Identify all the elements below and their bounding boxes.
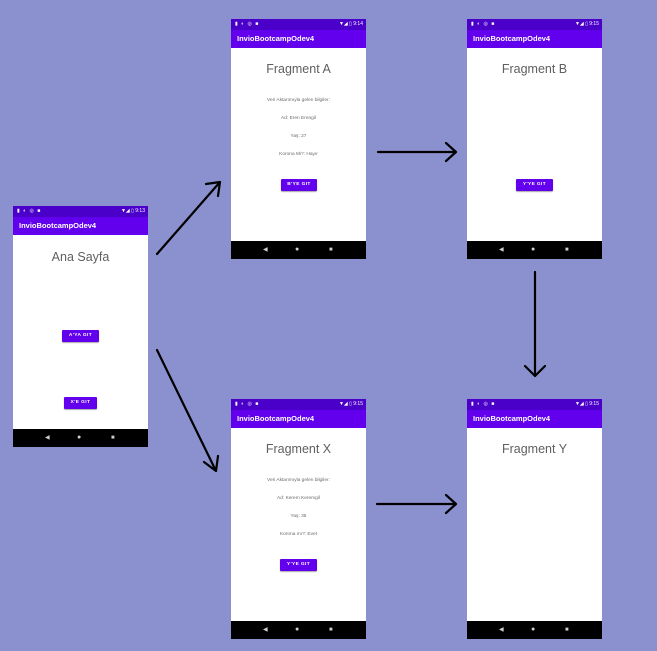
go-to-a-button[interactable]: A'YA GIT xyxy=(62,330,99,342)
app-bar-title: InvioBootcampOdev4 xyxy=(231,410,366,428)
page-title: Fragment B xyxy=(501,62,568,76)
status-time: 9:13 xyxy=(135,208,145,214)
back-icon[interactable]: ◀ xyxy=(263,247,268,253)
page-title: Fragment X xyxy=(265,442,332,456)
recents-icon[interactable]: ■ xyxy=(329,247,333,253)
arrow-main-to-a xyxy=(155,180,222,256)
signal-icon: ▼◢ ▯ xyxy=(338,21,352,27)
fragment-a-content: Fragment A Veri Aktarımıyla gelen bilgil… xyxy=(231,48,366,241)
arrow-a-to-b xyxy=(376,141,458,163)
app-bar-title: InvioBootcampOdev4 xyxy=(231,30,366,48)
back-icon[interactable]: ◀ xyxy=(499,247,504,253)
fragment-b-content: Fragment B Y'YE GIT xyxy=(467,48,602,241)
fragment-x-content: Fragment X Veri Aktarımıyla gelen bilgil… xyxy=(231,428,366,621)
phone-fragment-y: ▮ ◐ ◎ ■ ▼◢ ▯ 9:15 InvioBootcampOdev4 Fra… xyxy=(467,399,602,639)
status-bar: ▮ ◐ ◎ ■ ▼◢ ▯ 9:15 xyxy=(231,399,366,410)
signal-icon: ▼◢ ▯ xyxy=(574,21,588,27)
app-bar-title: InvioBootcampOdev4 xyxy=(467,30,602,48)
home-icon[interactable]: ● xyxy=(531,626,536,633)
status-bar: ▮ ◐ ◎ ■ ▼◢ ▯ 9:15 xyxy=(467,19,602,30)
arrow-main-to-x xyxy=(155,348,220,473)
nav-bar: ◀ ● ■ xyxy=(467,621,602,639)
app-bar-title: InvioBootcampOdev4 xyxy=(467,410,602,428)
app-bar-title: InvioBootcampOdev4 xyxy=(13,217,148,235)
page-title: Ana Sayfa xyxy=(51,250,110,264)
info-name: Ad: Eren Erengil xyxy=(281,116,316,121)
page-title: Fragment A xyxy=(266,62,331,76)
status-time: 9:14 xyxy=(353,21,363,27)
nav-bar: ◀ ● ■ xyxy=(231,241,366,259)
phone-fragment-b: ▮ ◐ ◎ ■ ▼◢ ▯ 9:15 InvioBootcampOdev4 Fra… xyxy=(467,19,602,259)
recents-icon[interactable]: ■ xyxy=(565,247,569,253)
status-icons: ▮ ◐ ◎ ■ xyxy=(471,21,496,27)
phone-fragment-a: ▮ ◐ ◎ ■ ▼◢ ▯ 9:14 InvioBootcampOdev4 Fra… xyxy=(231,19,366,259)
recents-icon[interactable]: ■ xyxy=(329,627,333,633)
info-age: Yaş: 27 xyxy=(290,134,307,139)
main-content: Ana Sayfa A'YA GIT X'E GIT xyxy=(13,235,148,429)
fragment-y-content: Fragment Y xyxy=(467,428,602,621)
go-to-b-button[interactable]: B'YE GIT xyxy=(281,179,317,191)
phone-main-screen: ▮ ◐ ◎ ■ ▼◢ ▯ 9:13 InvioBootcampOdev4 Ana… xyxy=(13,206,148,447)
status-icons: ▮ ◐ ◎ ■ xyxy=(17,208,42,214)
page-title: Fragment Y xyxy=(501,442,568,456)
status-time: 9:15 xyxy=(353,401,363,407)
signal-icon: ▼◢ ▯ xyxy=(120,208,134,214)
status-time: 9:15 xyxy=(589,401,599,407)
nav-bar: ◀ ● ■ xyxy=(467,241,602,259)
info-age: Yaş: 35 xyxy=(290,514,307,519)
signal-icon: ▼◢ ▯ xyxy=(338,401,352,407)
info-header: Veri Aktarımıyla gelen bilgiler: xyxy=(267,98,330,103)
recents-icon[interactable]: ■ xyxy=(565,627,569,633)
home-icon[interactable]: ● xyxy=(531,246,536,253)
back-icon[interactable]: ◀ xyxy=(45,435,50,441)
status-time: 9:15 xyxy=(589,21,599,27)
go-to-y-button[interactable]: Y'YE GIT xyxy=(516,179,553,191)
home-icon[interactable]: ● xyxy=(77,434,82,441)
status-bar: ▮ ◐ ◎ ■ ▼◢ ▯ 9:15 xyxy=(467,399,602,410)
signal-icon: ▼◢ ▯ xyxy=(574,401,588,407)
info-header: Veri Aktarımıyla gelen bilgiler: xyxy=(267,478,330,483)
info-name: Ad: Kerem Keremgil xyxy=(277,496,320,501)
phone-fragment-x: ▮ ◐ ◎ ■ ▼◢ ▯ 9:15 InvioBootcampOdev4 Fra… xyxy=(231,399,366,639)
home-icon[interactable]: ● xyxy=(295,246,300,253)
go-to-x-button[interactable]: X'E GIT xyxy=(64,397,97,409)
back-icon[interactable]: ◀ xyxy=(499,627,504,633)
back-icon[interactable]: ◀ xyxy=(263,627,268,633)
recents-icon[interactable]: ■ xyxy=(111,435,115,441)
info-corona: Korona Mi?: Hayır xyxy=(279,152,318,157)
status-bar: ▮ ◐ ◎ ■ ▼◢ ▯ 9:14 xyxy=(231,19,366,30)
status-bar: ▮ ◐ ◎ ■ ▼◢ ▯ 9:13 xyxy=(13,206,148,217)
status-icons: ▮ ◐ ◎ ■ xyxy=(235,401,260,407)
nav-bar: ◀ ● ■ xyxy=(13,429,148,447)
status-icons: ▮ ◐ ◎ ■ xyxy=(235,21,260,27)
info-corona: Korona mı?: Evet xyxy=(279,532,318,537)
go-to-y-button[interactable]: Y'YE GIT xyxy=(280,559,317,571)
status-icons: ▮ ◐ ◎ ■ xyxy=(471,401,496,407)
home-icon[interactable]: ● xyxy=(295,626,300,633)
arrow-x-to-y xyxy=(375,493,458,515)
arrow-b-to-y xyxy=(523,270,547,378)
nav-bar: ◀ ● ■ xyxy=(231,621,366,639)
